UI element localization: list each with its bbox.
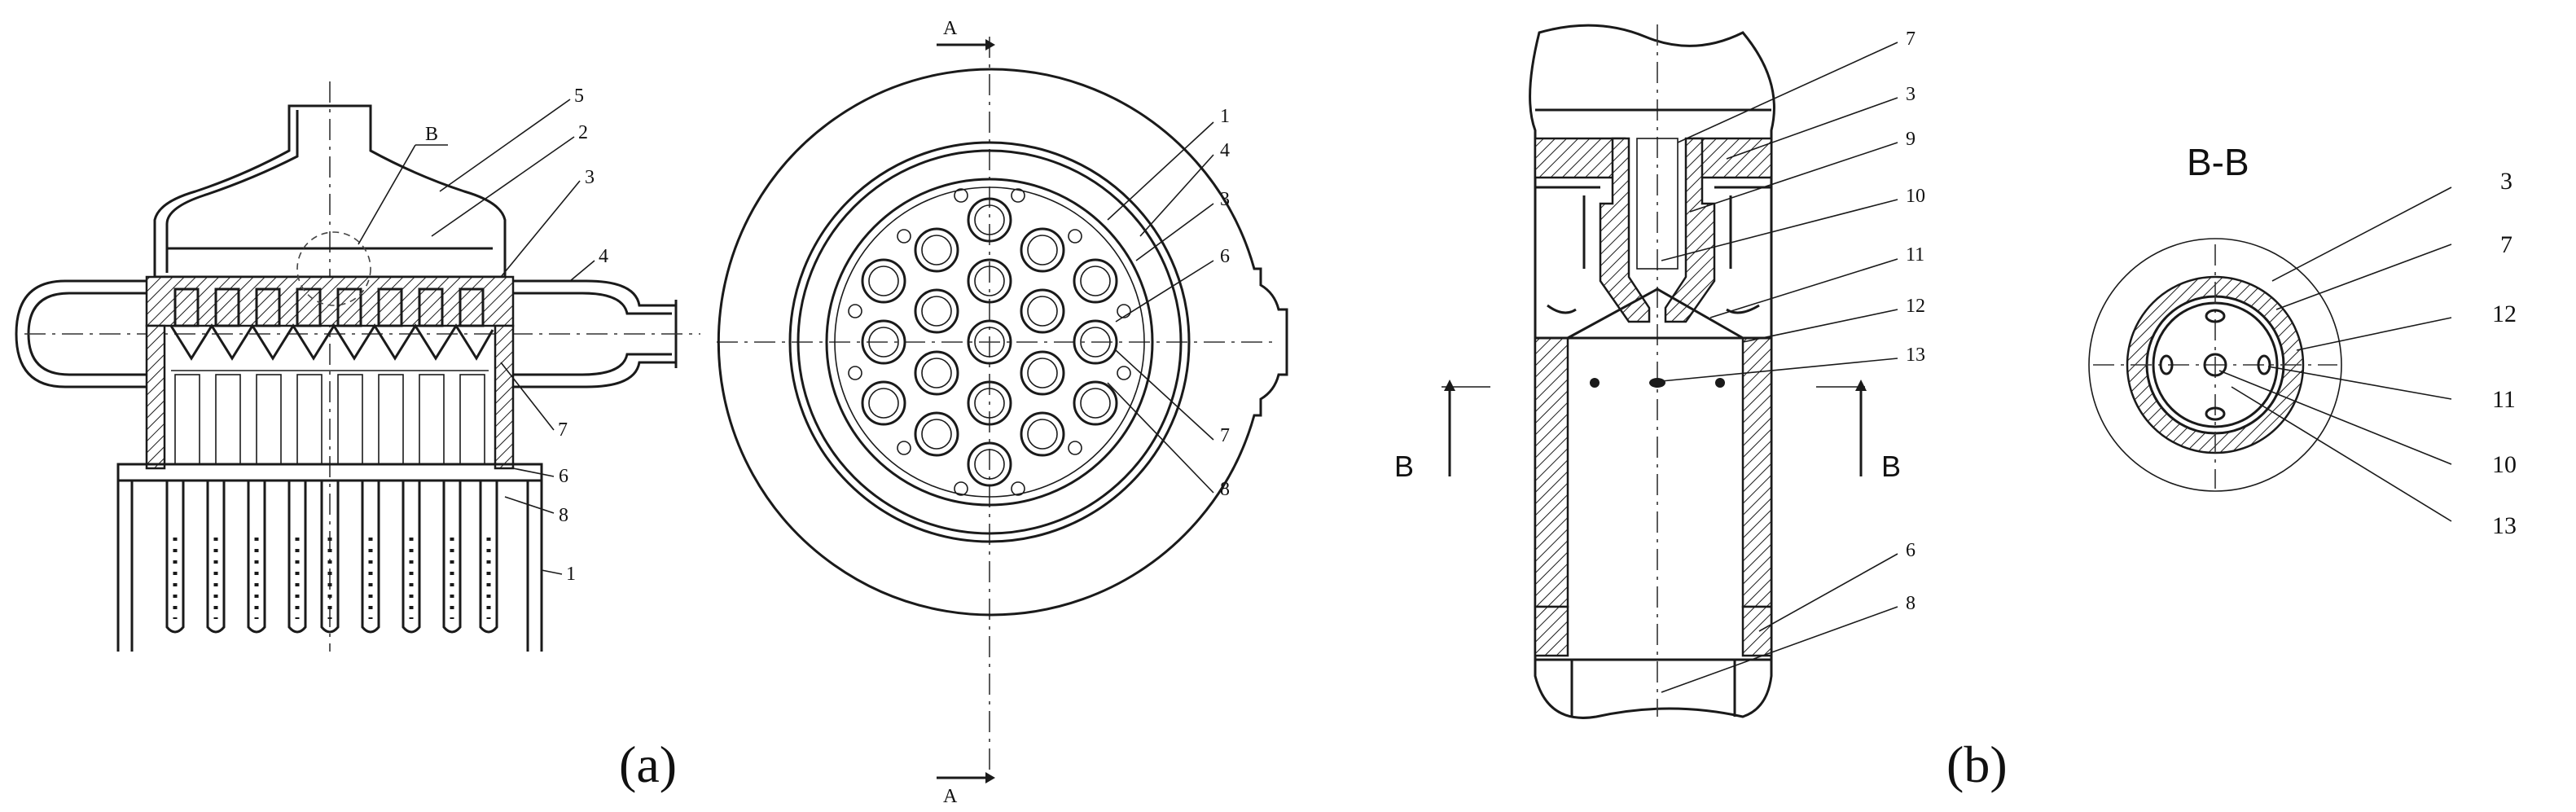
label-b-detail-4: 11 [1906,244,1924,266]
label-a-top-2: 3 [1220,189,1230,210]
label-a-top-5: 8 [1220,479,1230,500]
label-a-front-2: 3 [585,167,595,188]
label-b-detail-2: 9 [1906,129,1916,150]
label-bb-2: 12 [2492,301,2517,327]
label-a-front-6: 8 [559,505,568,526]
label-b-detail-1: 3 [1906,84,1916,105]
panel-a-top-view: A A [717,18,1287,807]
label-b-detail-7: 6 [1906,540,1916,561]
label-bb-3: 11 [2492,386,2516,413]
label-a-front-7: 1 [566,564,576,585]
label-b-detail-5: 12 [1906,296,1925,317]
label-bb-0: 3 [2500,168,2512,195]
label-bb-4: 10 [2492,451,2517,478]
label-a-front-3: 4 [599,246,608,267]
caption-a: (a) [619,735,677,793]
label-a-top-1: 4 [1220,140,1230,161]
detail-b-mark: B [425,124,438,145]
label-a-top-4: 7 [1220,425,1230,446]
panel-b-detail-view: B B 7 3 9 10 11 12 13 6 8 [1394,24,1925,718]
fuel-tubes [167,481,497,632]
tube-sheet [147,277,513,326]
label-a-top-3: 6 [1220,246,1230,267]
label-b-detail-8: 8 [1906,593,1916,614]
section-bb-title: B-B [2187,141,2249,183]
label-a-front-0: 5 [574,86,584,107]
caption-b: (b) [1946,735,2008,793]
label-a-front-5: 6 [559,466,568,487]
section-a-mark-bottom: A [943,786,958,807]
panel-a-front-section: B 5 2 3 4 7 6 8 1 [16,81,700,652]
label-bb-1: 7 [2500,231,2512,258]
label-a-top-0: 1 [1220,106,1230,127]
section-a-mark-top: A [943,18,958,39]
label-a-front-4: 7 [558,419,568,441]
section-b-mark-left: B [1394,450,1414,483]
label-b-detail-6: 13 [1906,345,1925,366]
label-a-front-1: 2 [578,122,588,143]
section-b-mark-right: B [1881,450,1901,483]
panel-b-section-bb: B-B 3 7 12 11 10 13 [2089,141,2517,539]
label-b-detail-0: 7 [1906,29,1916,50]
label-bb-5: 13 [2492,512,2517,539]
label-b-detail-3: 10 [1906,186,1925,207]
